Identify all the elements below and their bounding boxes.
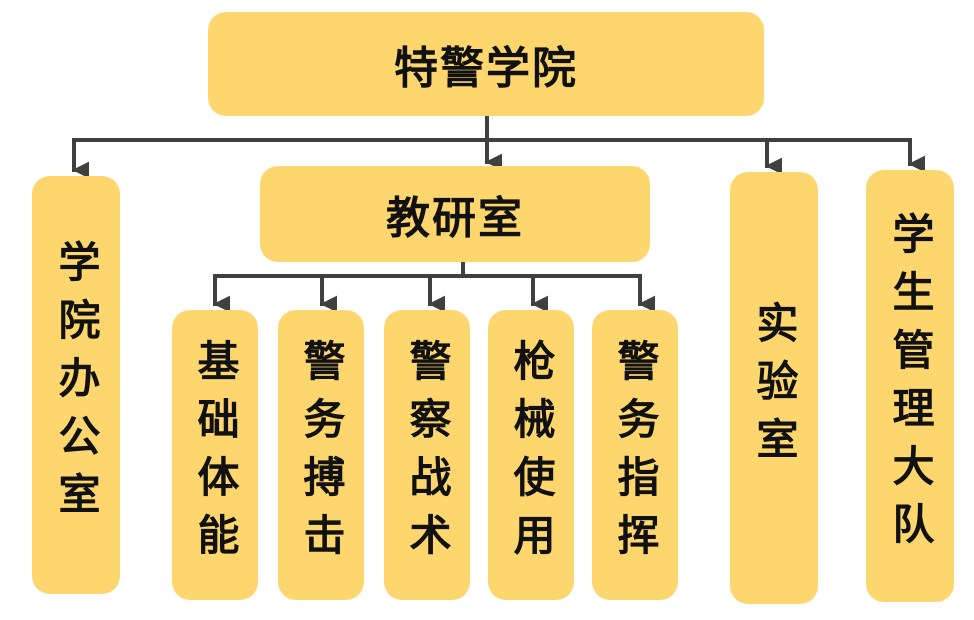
root-node: 特警学院 bbox=[208, 12, 764, 116]
lab-label: 实验室 bbox=[750, 301, 799, 475]
node-section-1: 基础体能 bbox=[172, 310, 258, 600]
section-2-label: 警务搏击 bbox=[297, 339, 346, 571]
root-title: 特警学院 bbox=[394, 43, 578, 94]
teaching-label: 教研室 bbox=[386, 193, 524, 244]
section-4-label: 枪械使用 bbox=[507, 339, 556, 571]
node-section-3: 警察战术 bbox=[384, 310, 470, 600]
node-section-4: 枪械使用 bbox=[488, 310, 574, 600]
students-label: 学生管理大队 bbox=[886, 212, 935, 560]
node-section-5: 警务指挥 bbox=[592, 310, 678, 600]
node-section-2: 警务搏击 bbox=[278, 310, 364, 600]
section-3-label: 警察战术 bbox=[403, 339, 452, 571]
office-label: 学院办公室 bbox=[52, 240, 101, 530]
node-students: 学生管理大队 bbox=[866, 170, 954, 602]
node-teaching: 教研室 bbox=[260, 166, 650, 262]
section-5-label: 警务指挥 bbox=[611, 339, 660, 571]
node-office: 学院办公室 bbox=[32, 176, 120, 594]
section-1-label: 基础体能 bbox=[191, 339, 240, 571]
node-lab: 实验室 bbox=[730, 172, 818, 604]
